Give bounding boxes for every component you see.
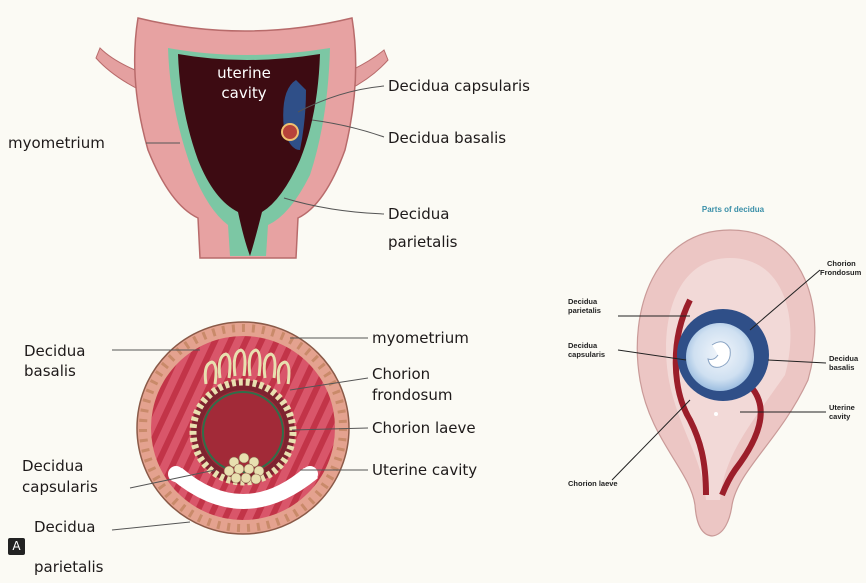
label-decidua-basalis-bl-2: basalis: [24, 362, 76, 380]
label-chorion-frondosum-r-2: Frondosum: [820, 268, 862, 277]
cross-section-diagram: Decidua basalis myometrium Chorion frond…: [22, 322, 477, 576]
label-chorion-frondosum-bl-2: frondosum: [372, 386, 452, 404]
label-decidua-basalis-r-2: basalis: [829, 363, 854, 372]
panel-tag-a: A: [8, 538, 25, 555]
label-uterine-cavity-bl: Uterine cavity: [372, 461, 477, 479]
uterus-section-diagram: uterine cavity myometrium Decidua capsul…: [8, 18, 530, 258]
embryo: [282, 124, 298, 140]
label-decidua-basalis-r-1: Decidua: [829, 354, 859, 363]
label-chorion-frondosum-bl-1: Chorion: [372, 365, 430, 383]
label-chorion-laeve-bl: Chorion laeve: [372, 419, 476, 437]
cavity-label-2: cavity: [221, 84, 266, 102]
label-decidua-basalis-bl-1: Decidua: [24, 342, 85, 360]
label-uterine-cavity-r-2: cavity: [829, 412, 851, 421]
label-decidua-capsularis-bl-1: Decidua: [22, 457, 83, 475]
parts-of-decidua-diagram: Parts of decidua Chorion Frondosum Decid…: [568, 205, 862, 536]
label-uterine-cavity-r-1: Uterine: [829, 403, 855, 412]
cavity-label-1: uterine: [217, 64, 271, 82]
label-decidua-parietalis-bl-1: Decidua: [34, 518, 95, 536]
right-diagram-title: Parts of decidua: [702, 205, 765, 214]
label-decidua-basalis-top: Decidua basalis: [388, 129, 506, 147]
label-myometrium-top: myometrium: [8, 134, 105, 152]
label-decidua-parietalis-r-2: parietalis: [568, 306, 601, 315]
uterine-cavity-right: [714, 412, 718, 416]
label-myometrium-bl: myometrium: [372, 329, 469, 347]
label-decidua-parietalis-top-1: Decidua: [388, 205, 449, 223]
label-decidua-capsularis-top: Decidua capsularis: [388, 77, 530, 95]
label-decidua-capsularis-r-1: Decidua: [568, 341, 598, 350]
label-decidua-capsularis-r-2: capsularis: [568, 350, 605, 359]
left-tube: [96, 48, 140, 90]
leader-parietalis-bl: [112, 522, 190, 530]
cavity-end-right: [302, 466, 318, 482]
label-decidua-parietalis-bl-2: parietalis: [34, 558, 104, 576]
label-chorion-frondosum-r-1: Chorion: [827, 259, 856, 268]
label-decidua-capsularis-bl-2: capsularis: [22, 478, 98, 496]
label-decidua-parietalis-r-1: Decidua: [568, 297, 598, 306]
label-decidua-parietalis-top-2: parietalis: [388, 233, 458, 251]
label-chorion-laeve-r: Chorion laeve: [568, 479, 618, 488]
